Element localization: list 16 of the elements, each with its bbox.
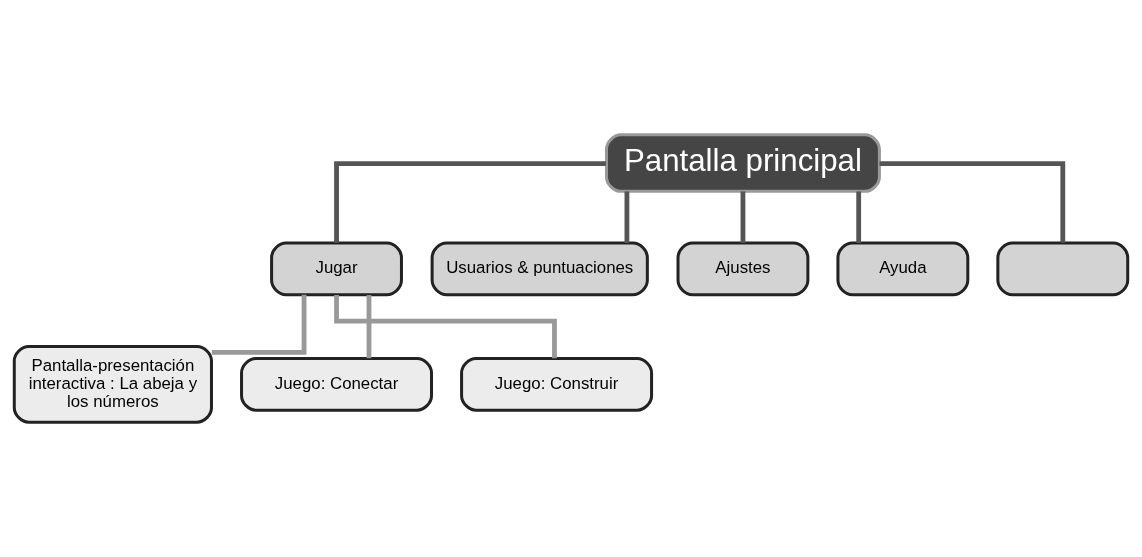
node-box: Ayuda <box>836 241 970 297</box>
connector <box>856 191 862 243</box>
connector <box>334 161 606 243</box>
node-box: Juego: Construir <box>460 356 654 412</box>
node-box <box>996 241 1130 297</box>
node-box: Usuarios & puntuaciones <box>430 241 649 297</box>
node-box: Jugar <box>270 241 403 297</box>
node-box: Pantalla-presentación interactiva : La abeja y los números <box>12 344 213 424</box>
node-box: Juego: Conectar <box>240 356 434 412</box>
connector <box>740 191 746 243</box>
connector <box>879 161 1066 243</box>
connector <box>366 295 372 359</box>
node-box: Pantalla principal <box>604 133 881 193</box>
connector <box>211 294 307 355</box>
connector <box>624 191 630 243</box>
node-box: Ajustes <box>676 241 810 297</box>
